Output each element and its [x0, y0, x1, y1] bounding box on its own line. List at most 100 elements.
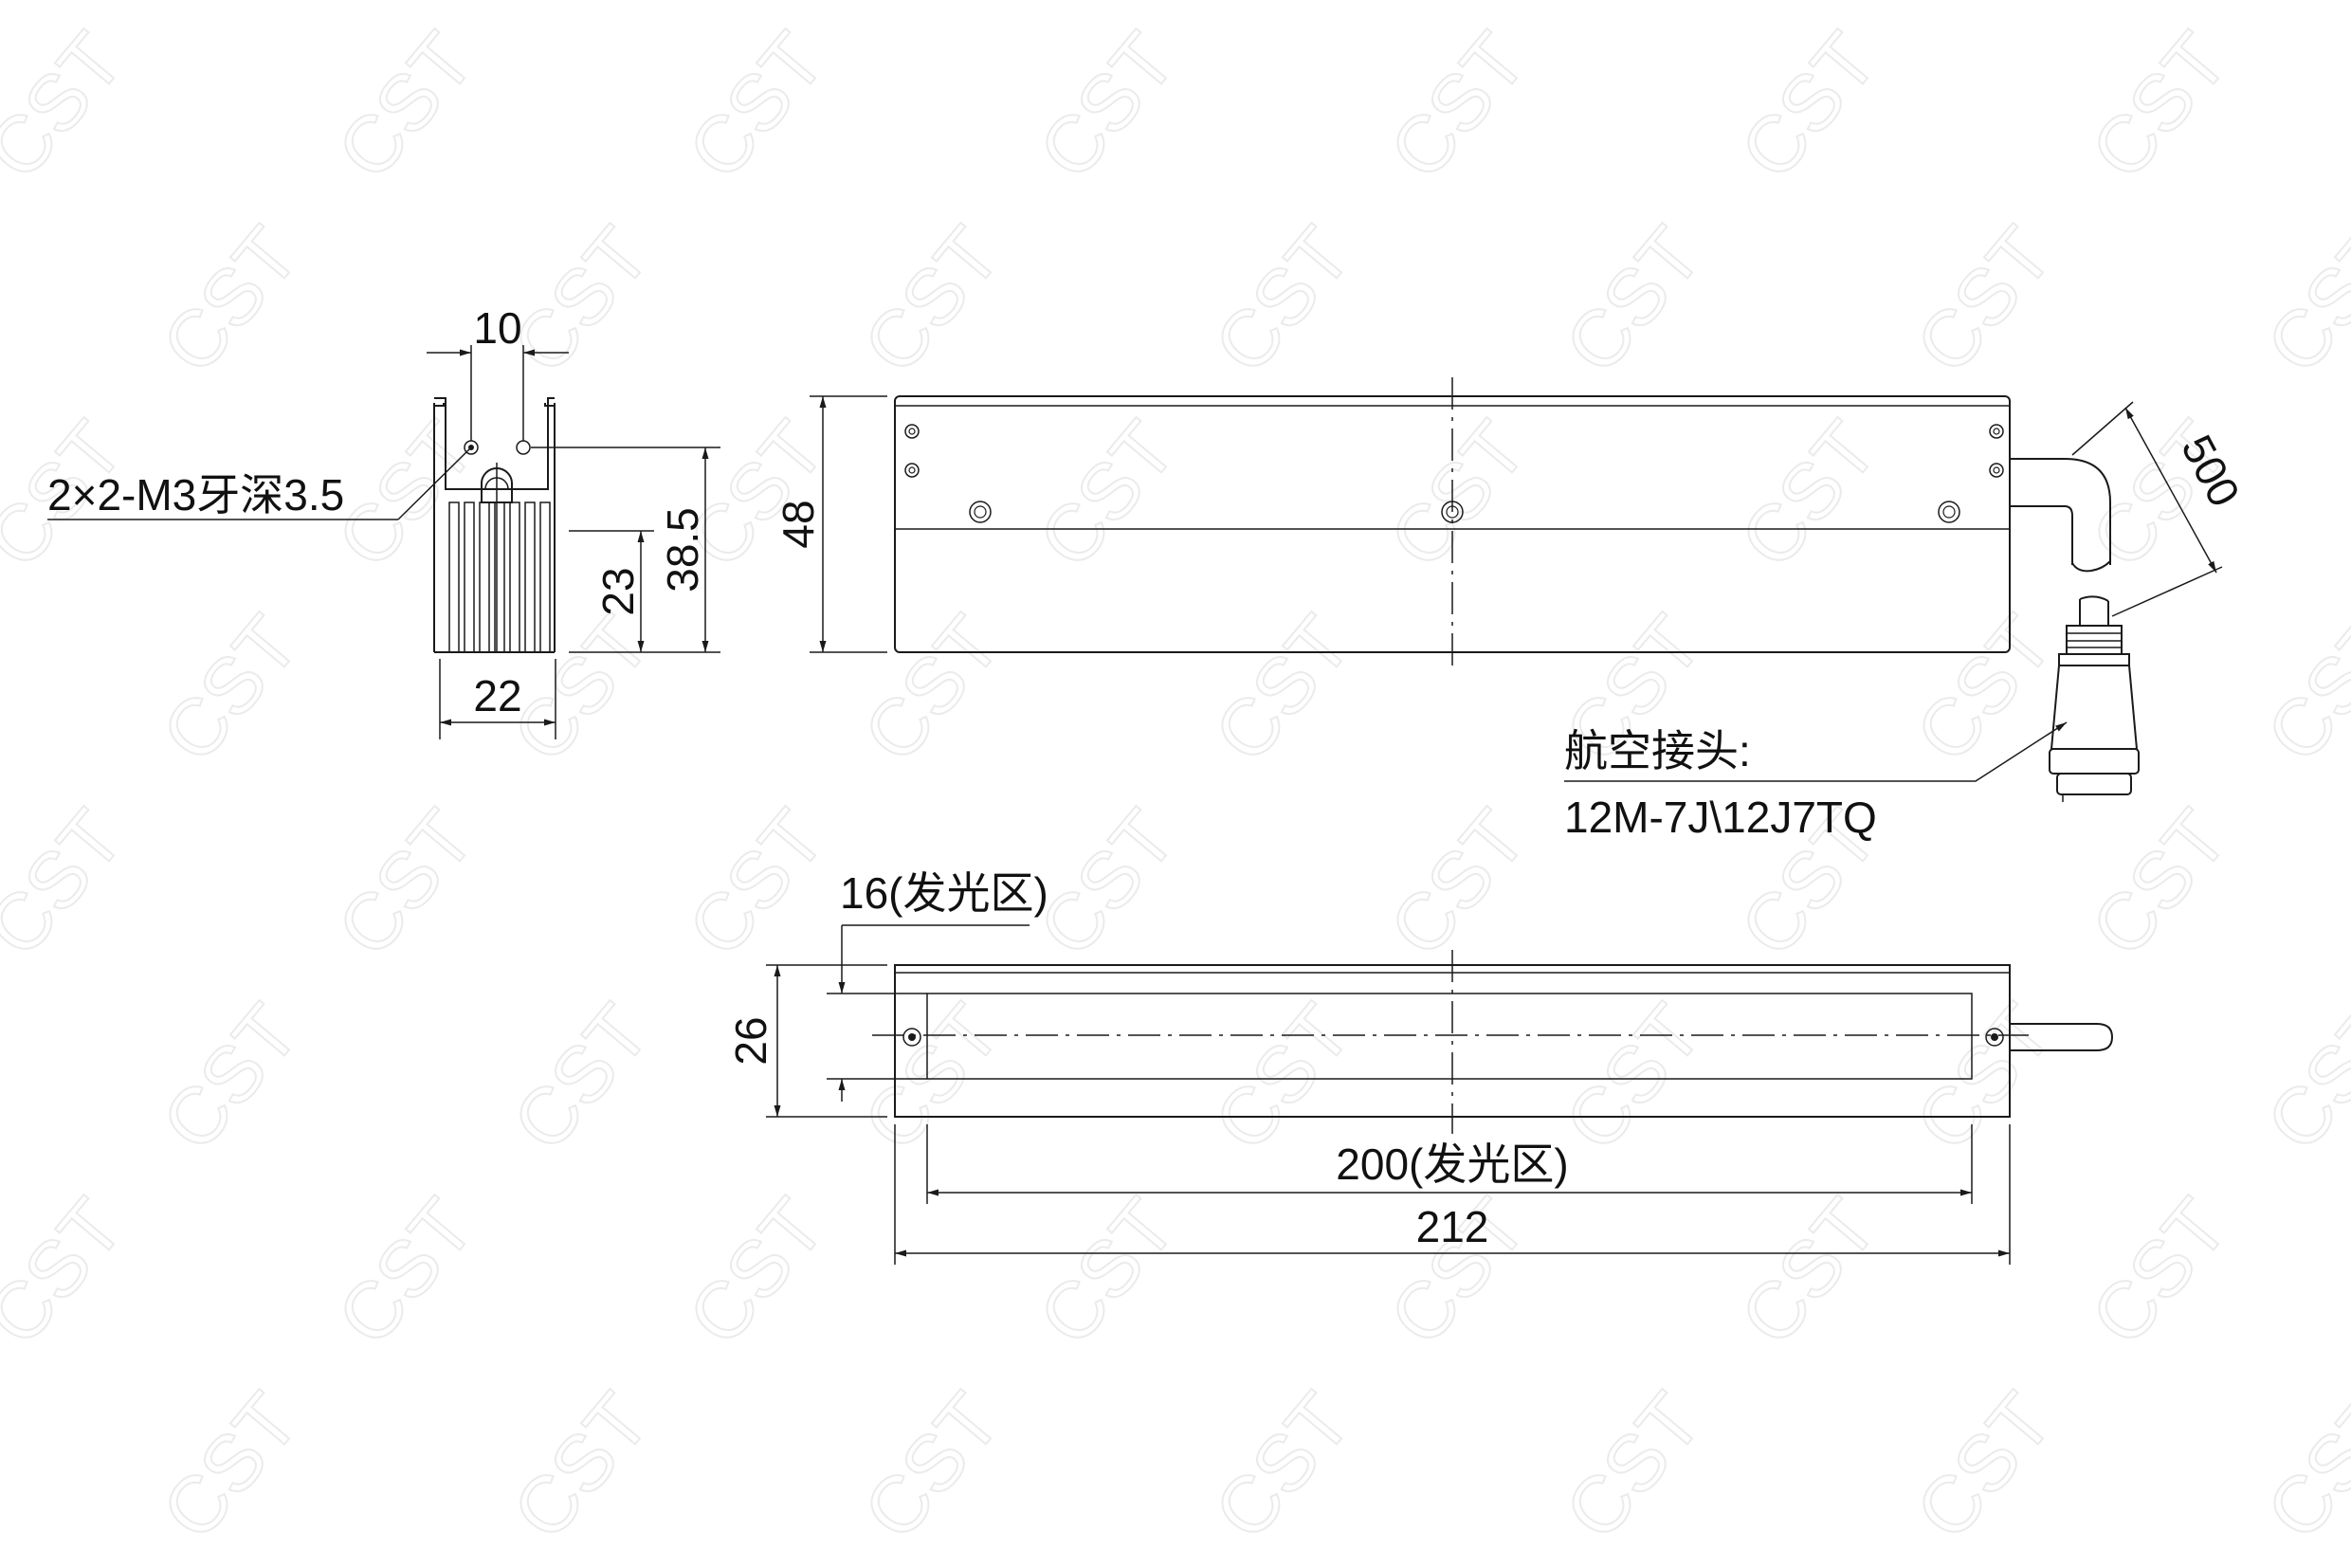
side-view: 48 500 航空接头: 12M-7J\12J7TQ [774, 377, 2250, 842]
fin-5 [509, 501, 520, 653]
dim-26-label: 26 [726, 1016, 775, 1065]
emitting-area [926, 993, 1973, 1080]
side-screw-2 [904, 463, 920, 478]
watermark-text-27: CST [1899, 599, 2069, 778]
end-view: 10 2×2-M3牙深3.5 38.5 23 22 [47, 303, 720, 739]
top-view-cable [2010, 1023, 2114, 1051]
fin-7 [539, 501, 551, 653]
watermark-text-43: CST [0, 1182, 140, 1361]
watermark-text-54: CST [1548, 1377, 1719, 1556]
side-screw-5 [969, 501, 992, 523]
m3-hole-right [516, 440, 531, 455]
dim500-ext-bottom [2111, 566, 2223, 617]
watermark-text-25: CST [1197, 599, 1368, 778]
watermark-text-14: CST [2250, 210, 2351, 390]
fin-1 [448, 501, 460, 653]
fin-6 [524, 501, 536, 653]
side-screw-3 [1989, 424, 2004, 439]
dim-212-label: 212 [1416, 1202, 1489, 1251]
dim-23-label: 23 [593, 567, 643, 615]
top-view-screw-right-center [1991, 1033, 1998, 1041]
watermark-text-46: CST [1022, 1182, 1193, 1361]
watermark-text-16: CST [320, 405, 491, 584]
side-screw-5-inner [974, 505, 987, 519]
cable-break-top [2071, 560, 2111, 573]
watermark-text-19: CST [1373, 405, 1543, 584]
watermark-text-48: CST [1723, 1182, 1894, 1361]
watermark-text-8: CST [145, 210, 316, 390]
watermark-text-40: CST [1548, 988, 1719, 1167]
watermark-text-41: CST [1899, 988, 2069, 1167]
dim-10-label: 10 [473, 303, 521, 353]
thread-leader [397, 447, 472, 520]
end-view-inner-walls [445, 403, 549, 489]
side-screw-3-inner [1993, 428, 2000, 435]
watermark-text-33: CST [1373, 793, 1543, 973]
dim-48-label: 48 [774, 500, 823, 548]
heat-sink-fins [448, 501, 551, 653]
watermark-text-18: CST [1022, 405, 1193, 584]
connector-collar [2066, 625, 2123, 655]
watermark-text-22: CST [145, 599, 316, 778]
side-screw-7-inner [1942, 505, 1956, 519]
watermark-text-9: CST [496, 210, 666, 390]
side-screw-4 [1989, 463, 2004, 478]
watermark-text-30: CST [320, 793, 491, 973]
end-view-lens [481, 467, 513, 503]
watermark-text-37: CST [496, 988, 666, 1167]
watermark-text-12: CST [1548, 210, 1719, 390]
connector-nut [2049, 748, 2140, 775]
connector-body [2050, 665, 2139, 750]
watermark-text-1: CST [0, 16, 140, 195]
side-screw-1 [904, 424, 920, 439]
cable-elbow [2010, 458, 2111, 565]
connector-tip [2056, 773, 2132, 795]
dim-200-label: 200(发光区) [1336, 1140, 1568, 1189]
top-view-screw-left [902, 1028, 921, 1047]
thread-leader-dot [468, 445, 474, 450]
thread-note-label: 2×2-M3牙深3.5 [47, 470, 344, 520]
watermark-text-20: CST [1723, 405, 1894, 584]
watermark-text-7: CST [2074, 16, 2245, 195]
top-view: 16(发光区) 26 200(发光区) 212 [726, 868, 2114, 1265]
watermark-text-29: CST [0, 793, 140, 973]
watermark-text-6: CST [1723, 16, 1894, 195]
watermark-text-11: CST [1197, 210, 1368, 390]
watermark-text-5: CST [1373, 16, 1543, 195]
watermark-text-42: CST [2250, 988, 2351, 1167]
watermark-text-3: CST [671, 16, 842, 195]
watermark-text-35: CST [2074, 793, 2245, 973]
watermark-text-24: CST [847, 599, 1017, 778]
watermark-text-45: CST [671, 1182, 842, 1361]
watermark-text-28: CST [2250, 599, 2351, 778]
end-view-housing-outline [433, 403, 556, 652]
side-screw-6 [1441, 501, 1464, 523]
fin-3 [479, 501, 490, 653]
side-screw-7 [1938, 501, 1960, 523]
watermark-text-49: CST [2074, 1182, 2245, 1361]
dim500-ext-top [2071, 401, 2134, 456]
watermark-text-51: CST [496, 1377, 666, 1556]
side-screw-1-inner [908, 428, 916, 435]
watermark-text-38: CST [847, 988, 1017, 1167]
connector-leader [1564, 721, 2068, 782]
watermark-text-10: CST [847, 210, 1017, 390]
side-screw-6-inner [1446, 505, 1459, 519]
watermark-text-50: CST [145, 1377, 316, 1556]
watermark-text-53: CST [1197, 1377, 1368, 1556]
dim500-line [2124, 407, 2217, 574]
connector-title-label: 航空接头: [1564, 726, 1751, 775]
watermark-text-36: CST [145, 988, 316, 1167]
side-view-screws [904, 424, 2004, 523]
connector-cable-stub [2079, 595, 2109, 626]
top-view-screw-left-center [908, 1033, 916, 1041]
side-screw-4-inner [1993, 466, 2000, 474]
watermark-text-44: CST [320, 1182, 491, 1361]
watermark-text-56: CST [2250, 1377, 2351, 1556]
dim-22-label: 22 [473, 671, 521, 720]
watermark-text-4: CST [1022, 16, 1193, 195]
dim-16-label: 16(发光区) [840, 868, 1048, 918]
dim-38-5-label: 38.5 [658, 507, 707, 593]
